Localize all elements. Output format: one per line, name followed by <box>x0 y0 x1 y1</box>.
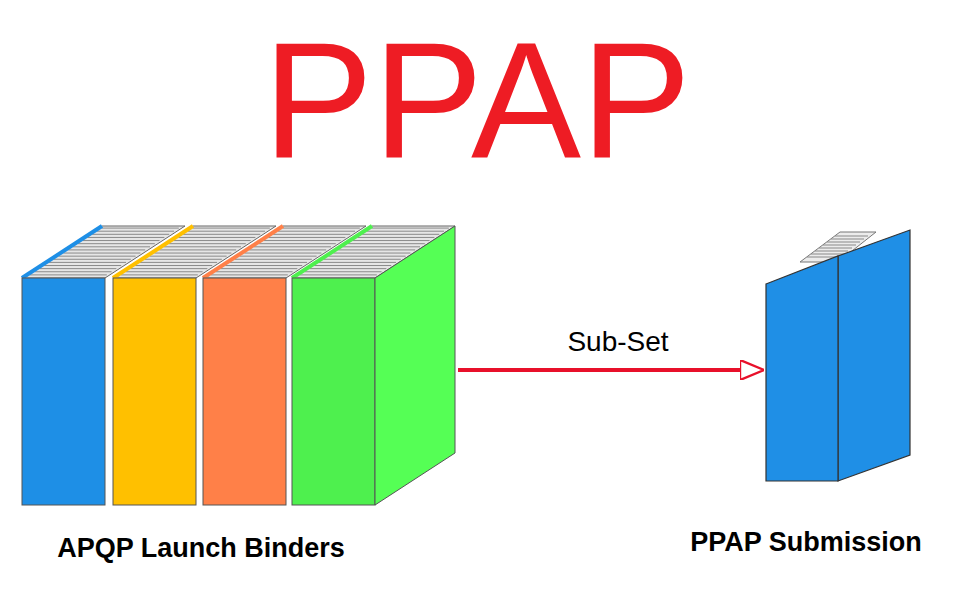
node-label: APQP Launch Binders <box>57 534 345 564</box>
binder-cover <box>375 226 455 505</box>
page-line <box>283 228 360 229</box>
page-line <box>278 231 355 232</box>
binder-cover-edge <box>113 226 193 278</box>
page-line <box>827 242 860 243</box>
binder-cover-edge <box>292 226 372 278</box>
binder <box>292 226 455 505</box>
page-line <box>193 228 270 229</box>
page-line <box>362 234 439 235</box>
binder-cover-edge <box>203 226 283 278</box>
page-line <box>211 274 288 275</box>
binder-cover-edge <box>22 226 102 278</box>
page-line <box>121 274 198 275</box>
page-line <box>348 243 425 244</box>
page-line <box>54 259 131 260</box>
page-line <box>164 246 241 247</box>
binder-spine <box>203 278 286 505</box>
page-line <box>835 236 868 237</box>
page-line <box>815 251 848 252</box>
page-line <box>244 253 321 254</box>
page-line <box>188 231 265 232</box>
page-line <box>309 268 386 269</box>
page-line <box>259 243 336 244</box>
page-line <box>63 253 140 254</box>
page-line <box>264 240 341 241</box>
page-line <box>150 256 227 257</box>
page-line <box>300 274 377 275</box>
page-line <box>230 262 307 263</box>
page-line <box>154 253 231 254</box>
page-line <box>44 265 121 266</box>
page-line <box>87 237 164 238</box>
page-line <box>102 228 179 229</box>
page-line <box>357 237 434 238</box>
page-line <box>68 249 145 250</box>
page-line <box>367 231 444 232</box>
page-line <box>35 271 112 272</box>
page-line <box>333 253 410 254</box>
binder-spine <box>22 278 105 505</box>
page-line <box>831 239 864 240</box>
page-line <box>811 254 844 255</box>
binder-group: APQP Launch Binders <box>18 222 458 507</box>
page-line <box>140 262 217 263</box>
page-line <box>78 243 155 244</box>
page-line <box>30 274 107 275</box>
page-line <box>49 262 126 263</box>
page-line <box>169 243 246 244</box>
binder-spine <box>292 278 375 505</box>
page-line <box>145 259 222 260</box>
page-line <box>92 234 169 235</box>
page-line <box>225 265 302 266</box>
page-line <box>823 245 856 246</box>
edge-label: Sub-Set <box>563 327 672 358</box>
node-label: PPAP Submission <box>690 528 922 558</box>
submission-folder-box: PPAP Submission <box>762 228 912 483</box>
page-line <box>174 240 251 241</box>
connector-arrow <box>458 368 762 372</box>
page-line <box>83 240 160 241</box>
page-line <box>240 256 317 257</box>
page-line <box>235 259 312 260</box>
page-line <box>73 246 150 247</box>
page-line <box>324 259 401 260</box>
page-line <box>268 237 345 238</box>
page-line <box>319 262 396 263</box>
page-line <box>220 268 297 269</box>
page-line <box>159 249 236 250</box>
title: PPAP <box>263 18 691 183</box>
page-line <box>372 228 449 229</box>
page-line <box>135 265 212 266</box>
page-line <box>314 265 391 266</box>
page-line <box>353 240 430 241</box>
page-line <box>305 271 382 272</box>
page-line <box>329 256 406 257</box>
page-line <box>130 268 207 269</box>
page-line <box>273 234 350 235</box>
binder-spine <box>113 278 196 505</box>
page-line <box>819 248 852 249</box>
page-line <box>59 256 136 257</box>
page-line <box>183 234 260 235</box>
page-line <box>97 231 174 232</box>
page-line <box>343 246 420 247</box>
submission-folder <box>766 230 910 481</box>
folder-front-panel <box>766 256 838 481</box>
page-line <box>338 249 415 250</box>
page-line <box>178 237 255 238</box>
page-line <box>249 249 326 250</box>
folder-back-panel <box>838 230 910 481</box>
binder-stack <box>22 226 455 505</box>
page-line <box>216 271 293 272</box>
page-line <box>126 271 203 272</box>
page-line <box>254 246 331 247</box>
page-line <box>39 268 116 269</box>
